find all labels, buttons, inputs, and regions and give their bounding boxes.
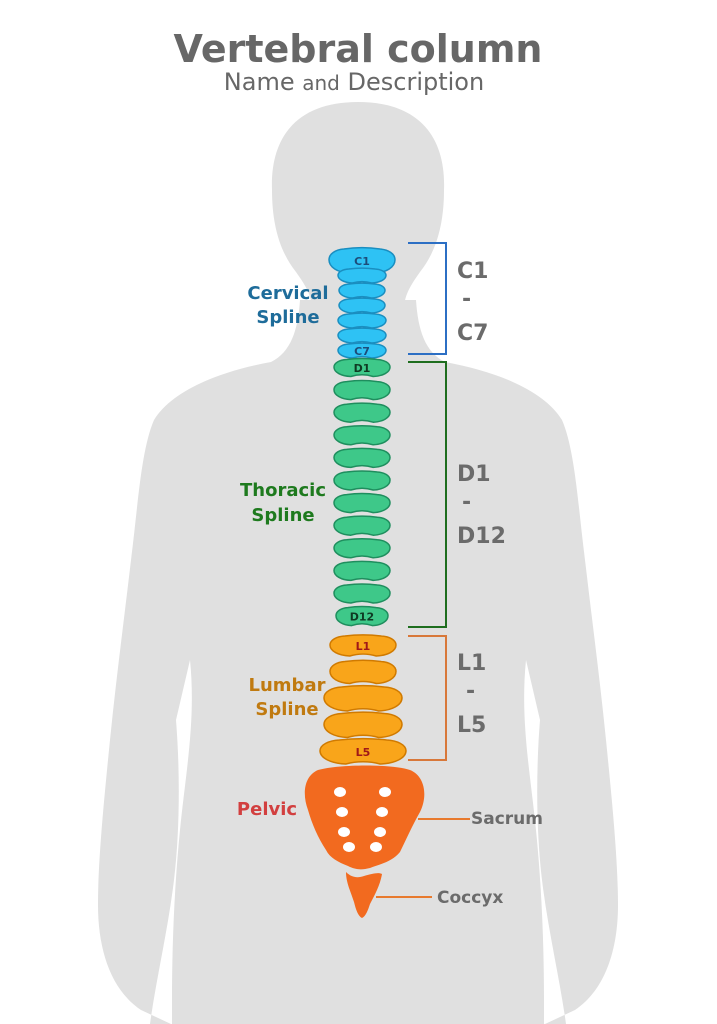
sacral-foramen — [370, 842, 382, 852]
cervical-vertebra — [337, 312, 387, 329]
cervical-vertebra — [337, 342, 387, 359]
lumbar-vertebra — [329, 659, 397, 685]
cervical-vertebra — [338, 297, 386, 314]
thoracic-range-start: D1 — [457, 462, 491, 487]
lumbar-vertebra-label: L5 — [356, 746, 371, 759]
thoracic-vertebra — [333, 515, 391, 536]
lumbar-bracket-line — [408, 635, 447, 761]
cervical-vertebra-label: C1 — [354, 255, 370, 268]
sacral-foramen — [336, 807, 348, 817]
cervical-vertebra — [338, 282, 386, 299]
coccyx-label: Coccyx — [437, 888, 503, 908]
thoracic-vertebra — [333, 560, 391, 582]
pelvic-name: Pelvic — [237, 799, 297, 820]
cervical-range-end: C7 — [457, 321, 488, 346]
sacrum-label: Sacrum — [471, 809, 543, 829]
cervical-vertebra-label: C7 — [354, 345, 370, 358]
diagram-subtitle: Name and Description — [224, 68, 484, 96]
thoracic-vertebra — [333, 402, 391, 423]
sacral-foramen — [379, 787, 391, 797]
subtitle-part-name: Name — [224, 68, 295, 96]
head-shape — [271, 102, 445, 310]
sacral-foramina — [334, 787, 391, 852]
lumbar-vertebra-label: L1 — [356, 640, 371, 653]
sacral-foramen — [343, 842, 355, 852]
lumbar-range-end: L5 — [457, 713, 486, 738]
cervical-vertebra — [337, 327, 387, 344]
subtitle-part-description: Description — [348, 68, 485, 96]
thoracic-vertebra — [333, 379, 391, 401]
thoracic-vertebra — [333, 447, 391, 469]
thoracic-vertebra-label: D1 — [354, 362, 371, 375]
thoracic-bracket — [408, 361, 447, 628]
thoracic-vertebra — [333, 492, 391, 514]
lumbar-name-line2: Spline — [255, 699, 318, 720]
cervical-name-line1: Cervical — [247, 283, 328, 304]
thoracic-vertebra — [333, 425, 391, 446]
lumbar-vertebra — [319, 737, 407, 765]
thoracic-bracket-line — [408, 361, 447, 628]
lumbar-vertebra — [329, 634, 397, 657]
lumbar-name-line1: Lumbar — [249, 675, 326, 696]
pelvis — [304, 765, 425, 918]
lumbar-bracket — [408, 635, 447, 761]
thoracic-vertebra — [335, 605, 389, 627]
sacral-foramen — [338, 827, 350, 837]
cervical-range-dash: - — [462, 287, 471, 312]
lumbar-vertebra — [323, 684, 403, 712]
thoracic-vertebra-label: D12 — [350, 611, 374, 624]
thoracic-name-line2: Spline — [251, 505, 314, 526]
cervical-bracket — [408, 242, 447, 355]
thoracic-vertebra — [333, 357, 391, 378]
cervical-range-start: C1 — [457, 259, 488, 284]
sacral-foramen — [376, 807, 388, 817]
subtitle-part-and: and — [302, 71, 340, 95]
sacral-foramen — [374, 827, 386, 837]
thoracic-range-dash: - — [462, 490, 471, 515]
thoracic-vertebra — [333, 583, 391, 604]
sacral-foramen — [334, 787, 346, 797]
thoracic-name-line1: Thoracic — [240, 480, 326, 501]
cervical-vertebra — [337, 267, 387, 284]
thoracic-vertebra — [333, 470, 391, 491]
cervical-bracket-line — [408, 242, 447, 355]
thoracic-range-end: D12 — [457, 524, 506, 549]
lumbar-range-dash: - — [466, 679, 475, 704]
lumbar-range-start: L1 — [457, 651, 486, 676]
lumbar-vertebra — [323, 711, 403, 739]
cervical-name-line2: Spline — [256, 307, 319, 328]
thoracic-vertebra — [333, 538, 391, 559]
coccyx-shape — [346, 872, 382, 918]
diagram-title: Vertebral column — [174, 27, 543, 71]
